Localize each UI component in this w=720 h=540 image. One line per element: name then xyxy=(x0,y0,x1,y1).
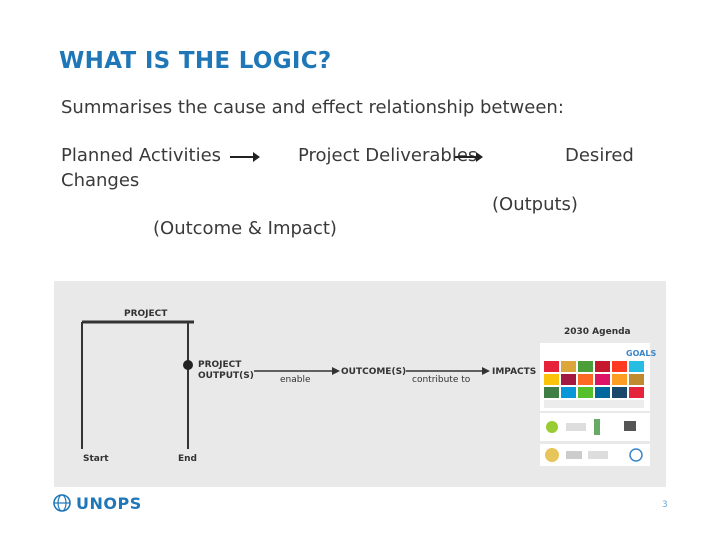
start-label: Start xyxy=(83,454,109,464)
end-label: End xyxy=(178,454,197,464)
partner-logos-icon xyxy=(540,413,650,466)
logic-diagram: PROJECT PROJECT OUTPUT(S) enable OUTCOME… xyxy=(81,309,656,466)
un-emblem-icon xyxy=(53,494,71,512)
impacts-label: IMPACTS xyxy=(492,367,536,377)
page-number: 3 xyxy=(662,500,668,510)
arrow-deliverables-to-changes xyxy=(455,152,483,162)
unops-logo: UNOPS xyxy=(52,493,142,513)
project-deliverables-label: Project Deliverables xyxy=(298,145,478,166)
planned-activities-label: Planned Activities xyxy=(61,145,222,166)
contribute-to-label: contribute to xyxy=(412,375,471,385)
enable-label: enable xyxy=(280,375,311,385)
project-bracket-label: PROJECT xyxy=(124,309,168,319)
desired-label: Desired xyxy=(565,145,634,166)
outcomes-label: OUTCOME(S) xyxy=(341,367,406,377)
arrow-activities-to-deliverables xyxy=(230,152,260,162)
outcome-impact-label: (Outcome & Impact) xyxy=(153,218,337,239)
project-logic-figure: PROJECT PROJECT OUTPUT(S) enable OUTCOME… xyxy=(54,281,666,487)
goals-label: GOALS xyxy=(626,349,656,358)
outputs-label: (Outputs) xyxy=(492,194,578,215)
changes-label: Changes xyxy=(61,170,140,191)
slide-title: WHAT IS THE LOGIC? xyxy=(59,48,332,74)
agenda-label: 2030 Agenda xyxy=(564,327,631,337)
project-outputs-label-2: OUTPUT(S) xyxy=(198,371,254,381)
sdg-tiles-icon: GOALS xyxy=(544,347,656,408)
project-outputs-label-1: PROJECT xyxy=(198,360,242,370)
intro-text: Summarises the cause and effect relation… xyxy=(61,97,564,118)
output-point-icon xyxy=(183,360,193,370)
unops-wordmark: UNOPS xyxy=(76,493,142,513)
